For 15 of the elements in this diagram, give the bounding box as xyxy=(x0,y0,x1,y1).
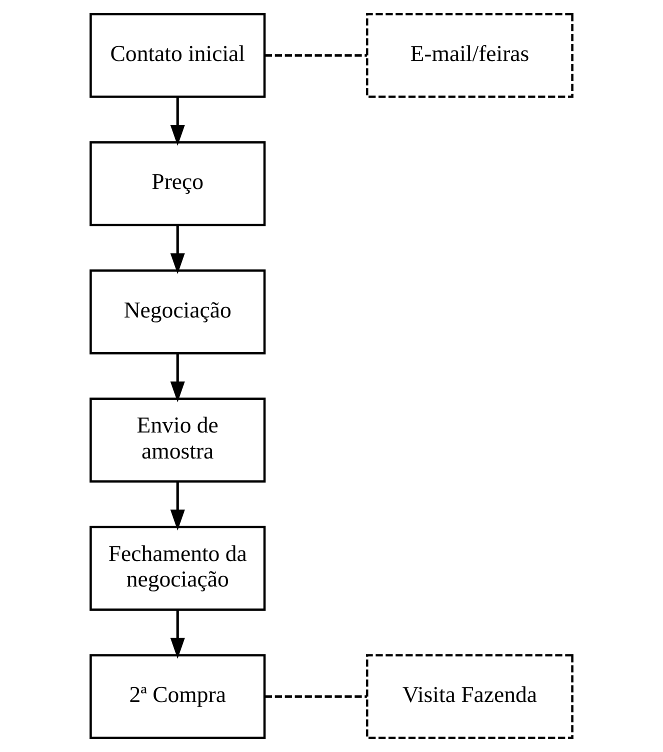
node-box: 2ª Compra xyxy=(90,654,266,740)
arrow xyxy=(170,97,185,146)
node-box: Fechamento da negociação xyxy=(90,526,266,611)
node-box: Contato inicial xyxy=(90,12,266,98)
node-box: Preço xyxy=(90,141,266,226)
node-box: Visita Fazenda xyxy=(366,654,574,740)
node-box: Negociação xyxy=(90,269,266,354)
arrow xyxy=(170,354,185,402)
arrow xyxy=(170,610,185,659)
connector xyxy=(264,54,367,57)
connector xyxy=(264,695,367,698)
arrow xyxy=(170,482,185,531)
arrow xyxy=(170,225,185,274)
node-box: Envio de amostra xyxy=(90,398,266,483)
node-box: E-mail/feiras xyxy=(366,12,574,98)
